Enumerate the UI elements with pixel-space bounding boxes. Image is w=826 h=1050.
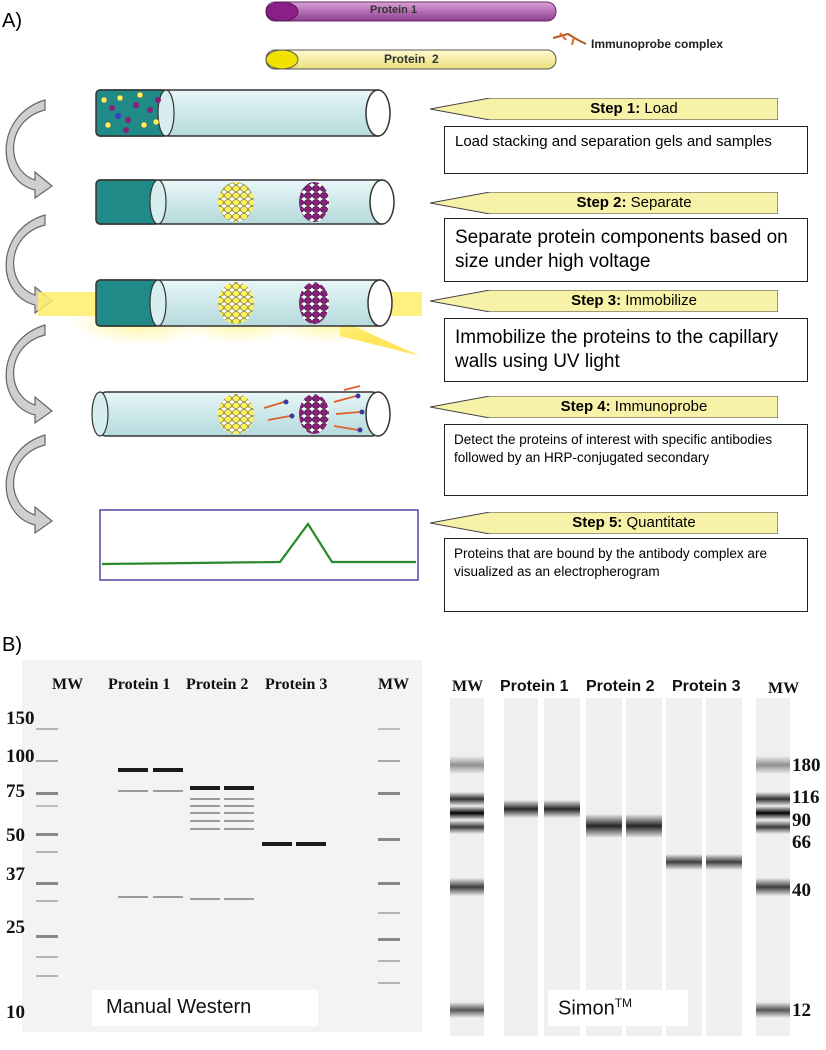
manual-western-bands xyxy=(36,728,400,984)
simon-mw-180: 180 xyxy=(792,755,821,776)
manual-mw-left: MW xyxy=(52,676,84,693)
protein-2-label: Protein 2 xyxy=(384,52,439,66)
manual-mw-50: 50 xyxy=(6,825,25,846)
manual-lane-protein-2: Protein 2 xyxy=(186,676,249,693)
step-1-description: Load stacking and separation gels and sa… xyxy=(444,126,808,174)
simon-mw-66: 66 xyxy=(792,832,811,853)
capillary-step-2 xyxy=(95,179,395,225)
manual-mw-150: 150 xyxy=(6,708,35,729)
manual-mw-right: MW xyxy=(378,676,410,693)
step-4-banner: Step 4: Immunoprobe xyxy=(430,396,778,418)
manual-mw-37: 37 xyxy=(6,864,25,885)
panel-b-label: B) xyxy=(2,634,22,656)
simon-mw-left: MW xyxy=(452,678,484,695)
step-1-banner: Step 1: Load xyxy=(430,98,778,120)
simon-lane-protein-1: Protein 1 xyxy=(500,678,569,695)
simon-lane-protein-2: Protein 2 xyxy=(586,678,655,695)
simon-lanes xyxy=(450,698,790,1036)
manual-lane-protein-3: Protein 3 xyxy=(265,676,328,693)
manual-western-blot xyxy=(22,660,422,1032)
step-2-banner: Step 2: Separate xyxy=(430,192,778,214)
simon-mw-90: 90 xyxy=(792,810,811,831)
electropherogram xyxy=(99,509,419,581)
capillary-step-3 xyxy=(38,279,422,356)
step-2-description: Separate protein components based on siz… xyxy=(444,218,808,282)
simon-mw-116: 116 xyxy=(792,787,820,808)
step-5-banner: Step 5: Quantitate xyxy=(430,512,778,534)
simon-lane-protein-3: Protein 3 xyxy=(672,678,741,695)
simon-mw-40: 40 xyxy=(792,880,811,901)
manual-mw-75: 75 xyxy=(6,781,25,802)
protein-1-label: Protein 1 xyxy=(370,4,418,16)
manual-lane-protein-1: Protein 1 xyxy=(108,676,171,693)
capillary-step-1 xyxy=(95,89,391,137)
immunoprobe-label: Immunoprobe complex xyxy=(591,37,724,51)
capillary-step-4 xyxy=(91,385,391,437)
simon-mw-right: MW xyxy=(768,680,800,697)
simon-caption: SimonTM xyxy=(558,996,633,1020)
step-3-description: Immobilize the proteins to the capillary… xyxy=(444,318,808,382)
protein-legend xyxy=(265,1,587,70)
simon-caption-bg xyxy=(548,990,688,1026)
manual-mw-25: 25 xyxy=(6,917,25,938)
simon-mw-12: 12 xyxy=(792,1000,811,1021)
manual-caption-bg xyxy=(92,990,318,1026)
step-3-banner: Step 3: Immobilize xyxy=(430,290,778,312)
manual-western-caption: Manual Western xyxy=(106,996,252,1018)
manual-mw-100: 100 xyxy=(6,746,35,767)
panel-a-label: A) xyxy=(2,10,22,32)
manual-mw-10: 10 xyxy=(6,1002,25,1023)
step-4-description: Detect the proteins of interest with spe… xyxy=(444,424,808,496)
step-5-description: Proteins that are bound by the antibody … xyxy=(444,538,808,612)
capillary-diagram xyxy=(5,89,422,581)
